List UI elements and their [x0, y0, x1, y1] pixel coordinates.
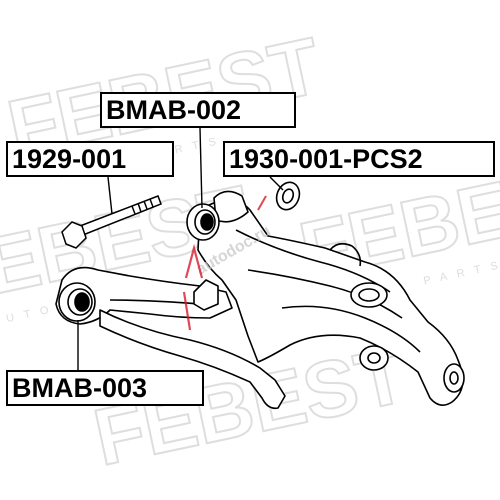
part-label-bmab-003: BMAB-003	[6, 370, 204, 406]
bolt-1929-001	[61, 195, 162, 249]
bolt-head	[61, 221, 87, 249]
site-watermark-mark	[182, 243, 204, 331]
control-arm-drawing	[55, 190, 465, 410]
arm-body-rear	[197, 199, 464, 406]
arm-rib-3	[281, 305, 421, 353]
leader-lines	[77, 127, 284, 370]
mid-boss	[193, 279, 219, 311]
mount-boss-top	[213, 190, 249, 223]
part-label-1930-001-pcs2: 1930-001-PCS2	[223, 141, 495, 177]
arm-rib-1	[235, 229, 391, 293]
outer-eye-hole	[367, 352, 381, 364]
front-arm-lower-edge	[99, 309, 286, 410]
bushing-bmab-002	[186, 203, 220, 241]
bushing-bmab-003	[58, 282, 96, 322]
arm-rib-2	[247, 269, 403, 319]
outer-eye-hole-2	[449, 371, 459, 385]
part-label-1929-001: 1929-001	[6, 141, 174, 177]
leader-1930	[269, 176, 284, 191]
part-label-bmab-002: BMAB-002	[100, 92, 296, 128]
spring-seat-inner	[358, 288, 380, 302]
arm-rib-4	[329, 242, 362, 267]
leader-1929	[107, 176, 113, 215]
leader-bmab002	[199, 127, 203, 209]
